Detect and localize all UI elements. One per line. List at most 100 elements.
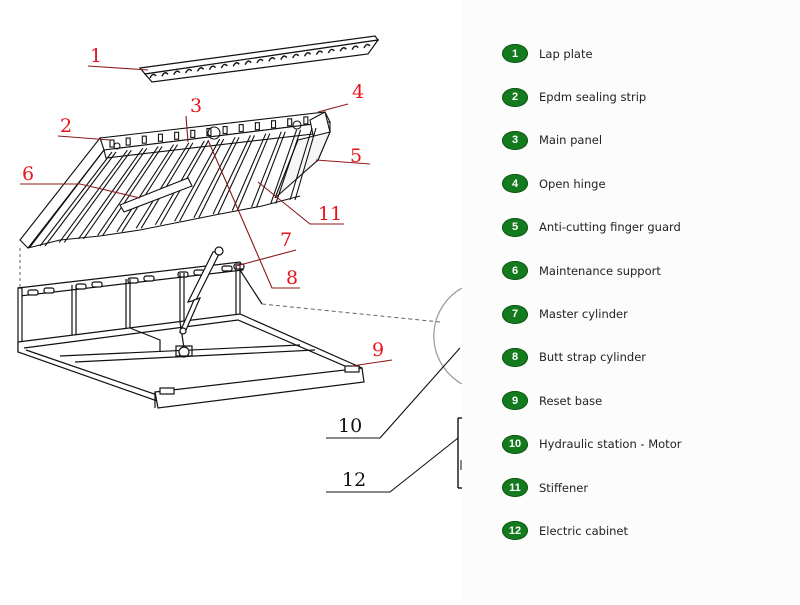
lap-tooth xyxy=(161,72,169,77)
lap-tooth xyxy=(280,55,288,60)
panel-rib xyxy=(97,146,159,236)
lap-tooth xyxy=(256,58,264,64)
panel-rib xyxy=(294,127,317,201)
legend-badge: 12 xyxy=(502,521,528,541)
legend-label: Reset base xyxy=(539,393,603,408)
leader-3 xyxy=(185,115,189,143)
lap-tooth xyxy=(232,62,240,67)
detail-view xyxy=(261,287,463,489)
lap-tooth xyxy=(268,57,276,62)
legend-label: Electric cabinet xyxy=(539,523,629,538)
legend-label: Main panel xyxy=(539,133,603,148)
legend-item: 2 Epdm sealing strip xyxy=(502,75,681,118)
callout-5: 5 xyxy=(350,145,362,167)
legend-label: Hydraulic station - Motor xyxy=(539,437,682,452)
rail-slot xyxy=(43,287,55,294)
hinge-knuckle xyxy=(174,131,180,140)
lap-tooth xyxy=(149,73,157,79)
panel-rib xyxy=(135,142,190,229)
panel-rib xyxy=(198,136,240,218)
lap-tooth xyxy=(292,53,300,59)
leader-lines xyxy=(20,65,461,493)
panel-rib xyxy=(116,144,174,233)
lap-tooth xyxy=(185,68,193,74)
legend-badge: 4 xyxy=(502,174,528,194)
panel-rib xyxy=(193,136,236,218)
callout-2: 2 xyxy=(60,115,72,137)
leader-12 xyxy=(326,437,459,493)
legend-badge: 10 xyxy=(502,434,528,454)
legend-label: Butt strap cylinder xyxy=(539,350,646,365)
rail-slot xyxy=(221,265,233,272)
hinge-knuckle xyxy=(125,137,131,146)
legend-label: Master cylinder xyxy=(539,307,628,322)
base-frame-part xyxy=(17,261,365,409)
exploded-drawing: 1 2 3 4 5 6 7 8 9 10 11 12 xyxy=(17,35,463,493)
hinge-knuckle xyxy=(157,133,164,142)
lap-tooth xyxy=(327,48,335,54)
rail-slot xyxy=(91,281,103,288)
legend-badge: 3 xyxy=(502,130,528,150)
legend-badge: 9 xyxy=(502,391,528,411)
lap-plate-part xyxy=(138,35,380,83)
panel-rib xyxy=(256,131,286,208)
master-cylinder-part xyxy=(178,246,224,335)
legend-item: 5 Anti-cutting finger guard xyxy=(502,206,681,249)
callout-11: 11 xyxy=(318,203,342,225)
leader-9 xyxy=(351,359,393,367)
legend-item: 9 Reset base xyxy=(502,379,681,422)
callout-numbers: 1 2 3 4 5 6 7 8 9 10 11 12 xyxy=(22,45,384,491)
legend-label: Anti-cutting finger guard xyxy=(539,220,681,235)
panel-rib xyxy=(58,149,128,243)
callout-12: 12 xyxy=(342,469,366,491)
panel-rib xyxy=(121,144,179,233)
callout-9: 9 xyxy=(372,339,384,361)
legend-label: Stiffener xyxy=(539,480,589,495)
legend-badge: 11 xyxy=(502,478,528,498)
leader-5 xyxy=(315,159,371,165)
legend-badge: 5 xyxy=(502,217,528,237)
panel-rib xyxy=(44,151,117,247)
panel-rib xyxy=(270,129,298,204)
lap-tooth xyxy=(303,52,312,57)
legend-badge: 6 xyxy=(502,261,528,281)
leader-6 xyxy=(20,183,141,199)
panel-rib xyxy=(236,133,271,211)
legend-badge: 2 xyxy=(502,87,528,107)
hinge-knuckle xyxy=(109,139,115,148)
hinge-knuckle xyxy=(254,122,260,131)
panel-rib xyxy=(83,147,148,240)
lap-tooth xyxy=(351,45,359,50)
legend-label: Epdm sealing strip xyxy=(539,90,647,105)
panel-rib xyxy=(251,131,282,208)
panel-rib xyxy=(275,129,302,204)
hinge-knuckle xyxy=(141,135,147,144)
lap-tooth xyxy=(196,67,205,72)
hinge-knuckle xyxy=(287,118,293,127)
legend-item: 10 Hydraulic station - Motor xyxy=(502,423,681,466)
legend-badge: 8 xyxy=(502,347,528,367)
panel-rib xyxy=(63,149,132,243)
callout-1: 1 xyxy=(90,45,102,67)
rail-slot xyxy=(27,289,39,296)
legend-item: 11 Stiffener xyxy=(502,466,681,509)
legend-item: 12 Electric cabinet xyxy=(502,509,681,552)
callout-3: 3 xyxy=(190,95,202,117)
lap-tooth xyxy=(315,50,324,55)
panel-rib xyxy=(102,146,163,236)
leader-7 xyxy=(235,249,297,267)
lap-tooth xyxy=(173,70,181,75)
panel-rib xyxy=(231,133,267,211)
leader-8 xyxy=(207,139,300,289)
hinge-knuckle xyxy=(190,129,196,138)
lap-tooth xyxy=(339,47,347,52)
callout-7: 7 xyxy=(280,229,292,251)
legend-badge: 1 xyxy=(502,44,528,64)
lap-tooth xyxy=(363,43,371,49)
leader-2 xyxy=(57,135,111,141)
